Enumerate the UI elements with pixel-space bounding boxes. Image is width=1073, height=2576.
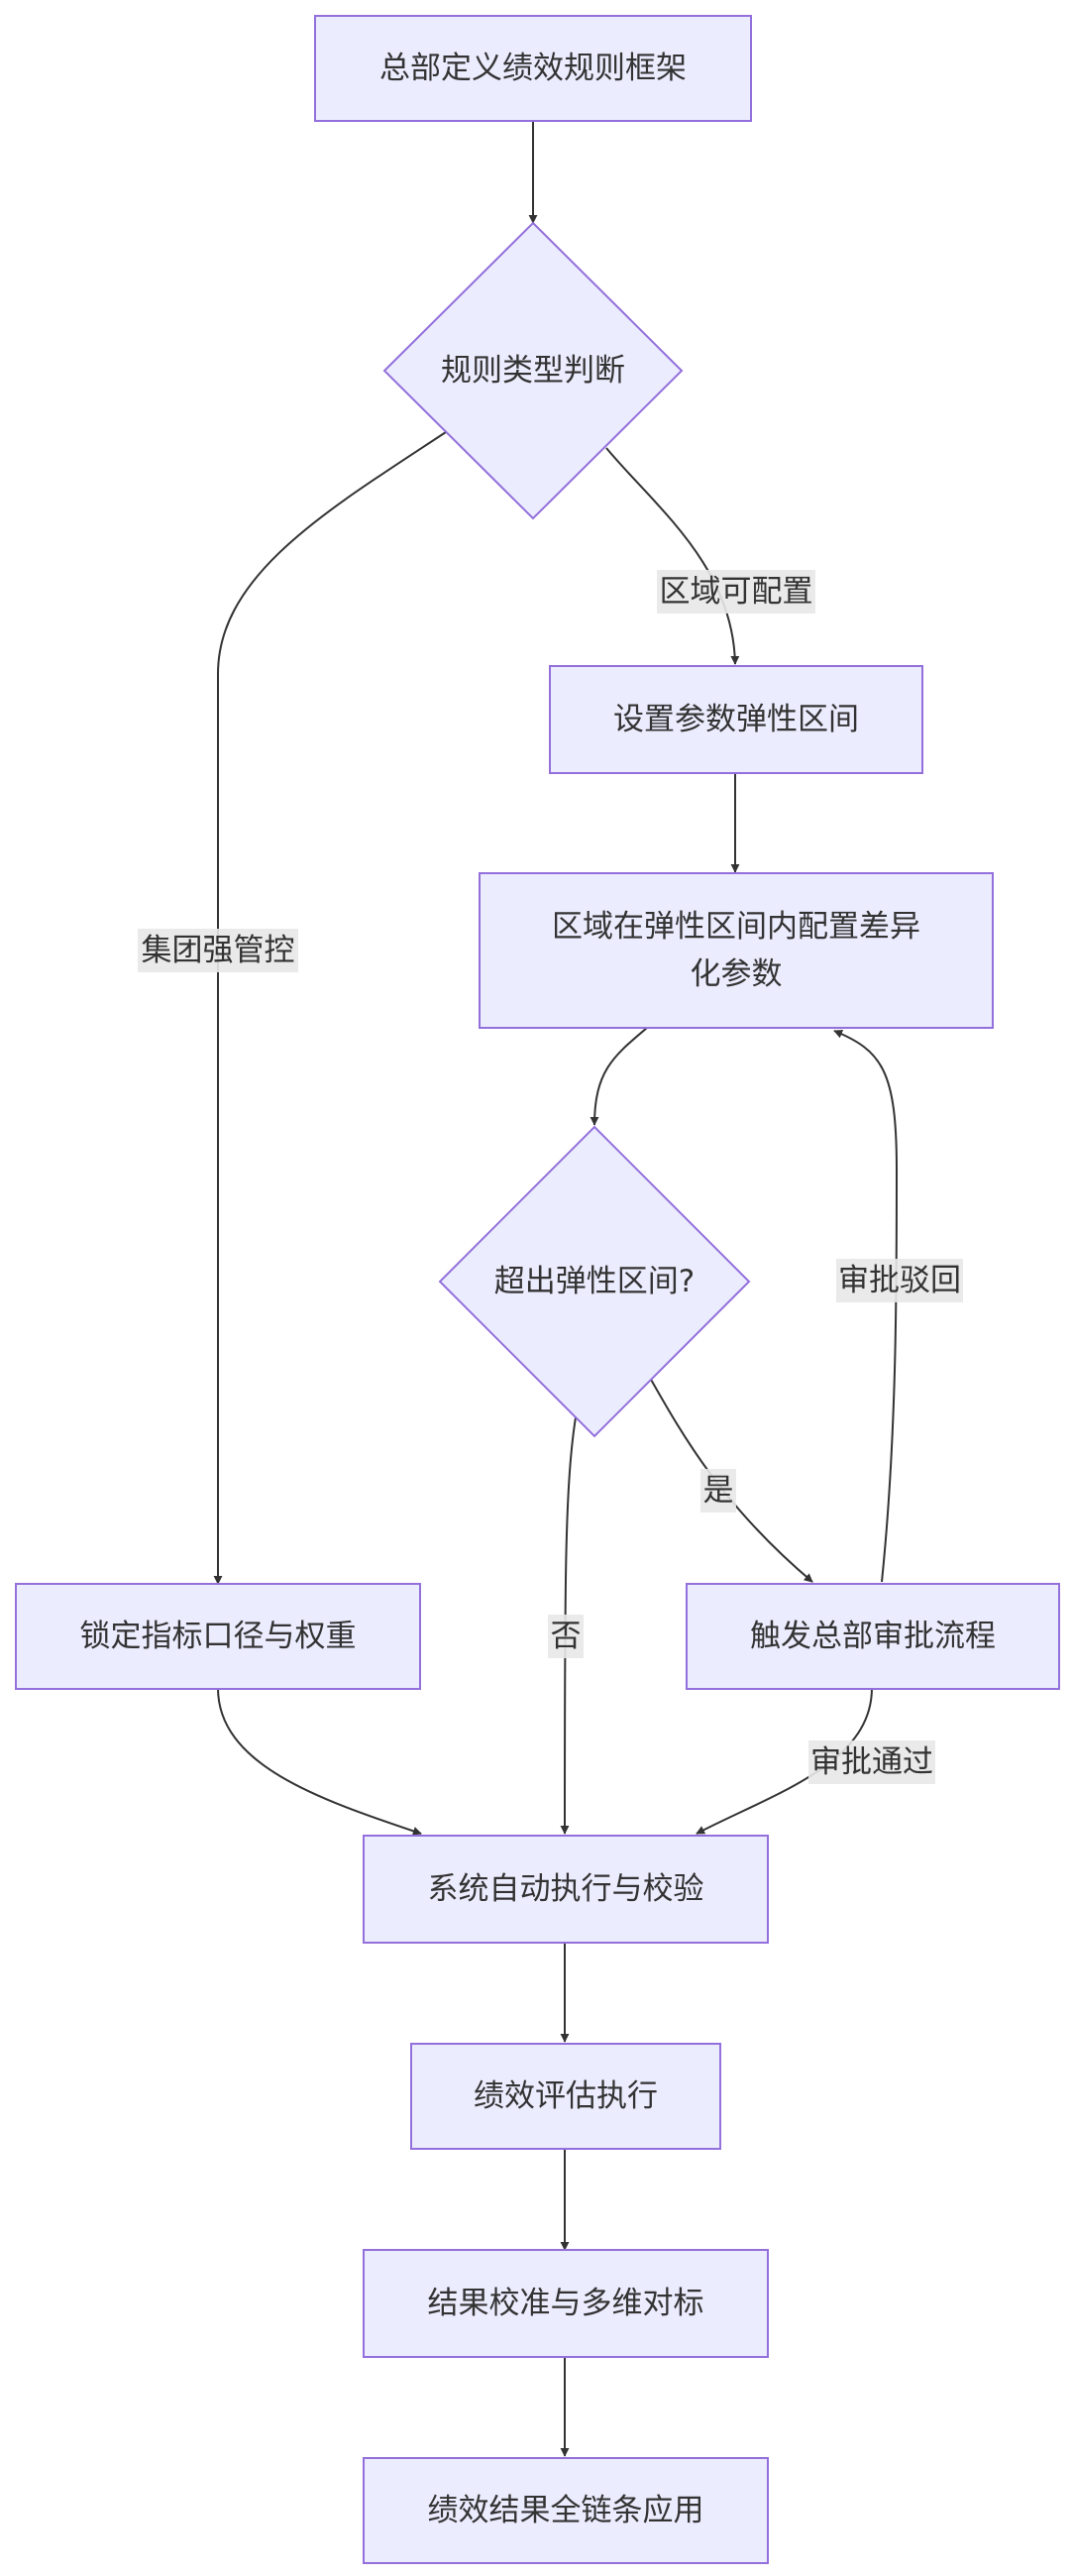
node-hq-define: 总部定义绩效规则框架: [314, 15, 752, 122]
node-rule-type-decision: 规则类型判断: [382, 221, 684, 520]
node-region-config: 区域在弹性区间内配置差异 化参数: [479, 872, 994, 1029]
edge-label-text: 是: [703, 1473, 734, 1509]
node-exceed-decision: 超出弹性区间?: [438, 1125, 751, 1438]
edge-label-approval-reject: 审批驳回: [836, 1259, 963, 1302]
node-label: 绩效结果全链条应用: [428, 2493, 704, 2528]
edge-label-group-control: 集团强管控: [138, 929, 298, 972]
node-label: 触发总部审批流程: [750, 1619, 996, 1654]
node-calibrate: 结果校准与多维对标: [363, 2249, 769, 2358]
node-label-line1: 区域在弹性区间内配置差异: [552, 909, 920, 945]
node-label-line2: 化参数: [691, 956, 783, 992]
nodes: 总部定义绩效规则框架 规则类型判断 设置参数弹性区间 区域在弹性区间内配置差异 …: [15, 15, 1060, 2564]
edge-label-region-configurable: 区域可配置: [657, 570, 815, 614]
node-hq-approval: 触发总部审批流程: [686, 1583, 1060, 1690]
node-apply: 绩效结果全链条应用: [363, 2457, 769, 2564]
edge-label-text: 区域可配置: [660, 574, 813, 610]
node-set-range: 设置参数弹性区间: [549, 665, 923, 774]
edge-label-text: 集团强管控: [142, 933, 295, 968]
edge-approval-to-regionconfig: [833, 1029, 899, 1583]
edge-label-text: 审批通过: [810, 1744, 933, 1780]
edge-label-text: 审批驳回: [838, 1263, 961, 1298]
edge-lock-to-autoexec: [217, 1687, 422, 1836]
node-label: 系统自动执行与校验: [428, 1871, 704, 1907]
node-label: 设置参数弹性区间: [613, 702, 859, 737]
node-label: 结果校准与多维对标: [428, 2286, 704, 2321]
edge-regionconfig-to-exceed: [590, 1027, 648, 1126]
edge-label-no: 否: [548, 1615, 584, 1658]
node-perf-eval: 绩效评估执行: [410, 2043, 721, 2150]
node-label: 规则类型判断: [441, 353, 625, 389]
edge-ruletype-to-lock: [213, 431, 447, 1585]
node-label: 绩效评估执行: [474, 2078, 658, 2114]
node-label: 总部定义绩效规则框架: [379, 51, 687, 86]
edge-ruletype-to-setrange: [605, 447, 740, 665]
node-lock-metrics: 锁定指标口径与权重: [15, 1583, 421, 1690]
edge-label-text: 否: [551, 1619, 582, 1654]
edge-labels: 区域可配置 集团强管控 审批驳回 是 否 审批通过: [138, 570, 963, 1784]
node-label: 锁定指标口径与权重: [80, 1619, 357, 1654]
node-auto-exec: 系统自动执行与校验: [363, 1835, 769, 1944]
node-label: 超出弹性区间?: [494, 1264, 695, 1299]
edge-exceed-to-autoexec: [560, 1416, 577, 1835]
edge-label-approval-pass: 审批通过: [808, 1740, 935, 1784]
edge-label-yes: 是: [700, 1469, 736, 1512]
